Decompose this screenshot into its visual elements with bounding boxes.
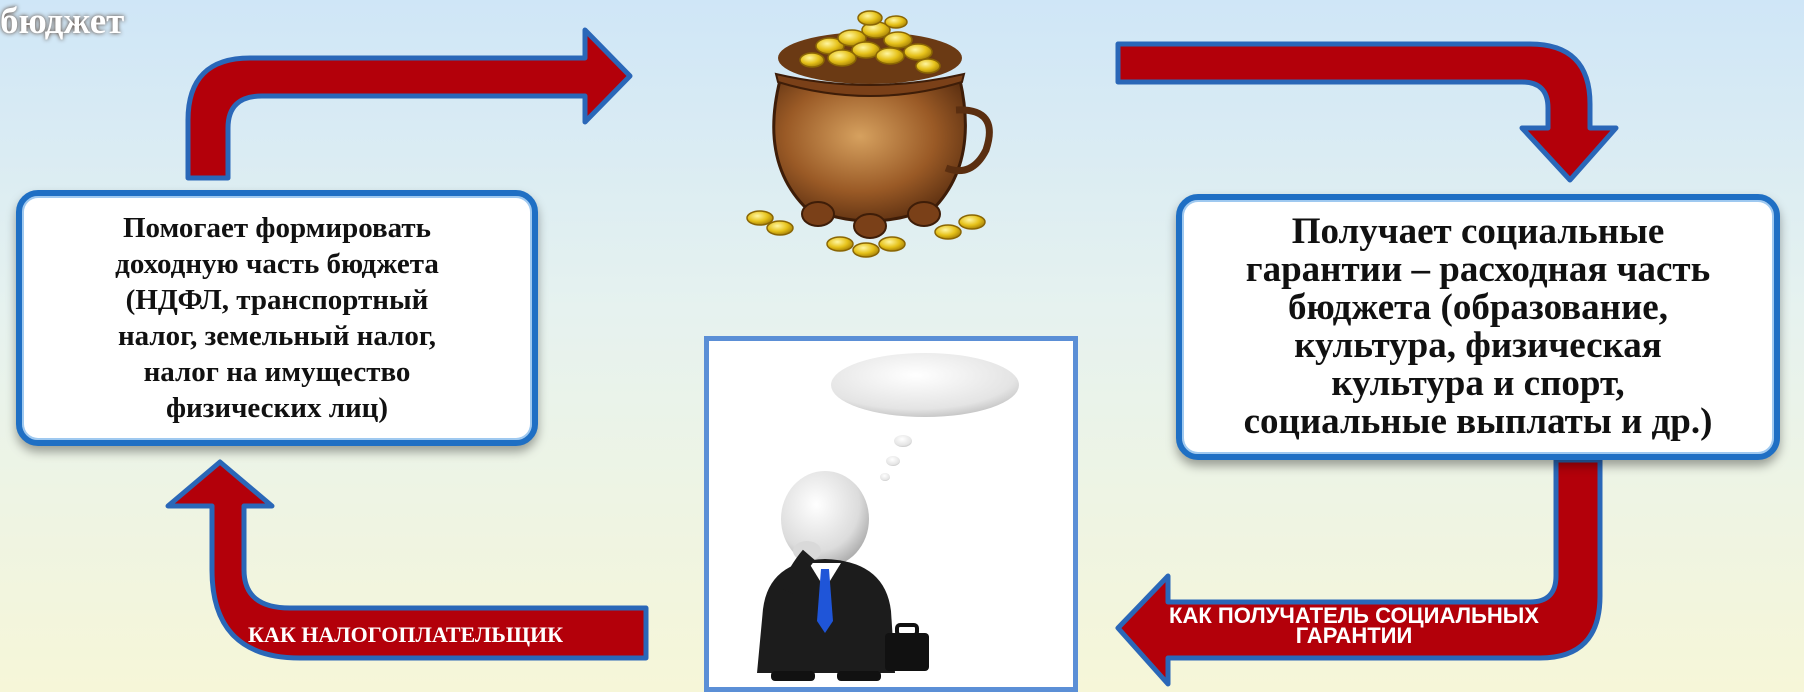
budget-label: бюджет [0, 1, 125, 42]
arrow-from-taxpayer [165, 459, 649, 661]
taxpayer-arrow-label: КАК НАЛОГОПЛАТЕЛЬЩИК [248, 622, 564, 647]
arrow-to-recipient [1115, 457, 1603, 687]
right-line: бюджета (образование, [1288, 287, 1668, 328]
right-line: гарантии – расходная часть [1245, 249, 1711, 290]
left-line: Помогает формировать [122, 212, 432, 244]
taxpayer-contribution-text: Помогает формировать доходную часть бюдж… [115, 210, 439, 426]
arrow-from-budget [1115, 41, 1619, 183]
right-line: культура и спорт, [1331, 363, 1625, 404]
recipient-label-line2: ГАРАНТИИ [1295, 623, 1413, 648]
left-line: физических лиц) [165, 392, 389, 424]
thinking-person-picture [704, 336, 1078, 692]
left-line: (НДФЛ, транспортный [125, 284, 429, 316]
thinking-person-icon [757, 353, 1019, 681]
recipient-arrow-label: КАК ПОЛУЧАТЕЛЬ СОЦИАЛЬНЫХ ГАРАНТИИ [1144, 603, 1564, 648]
left-line: налог на имущество [143, 356, 411, 388]
left-line: налог, земельный налог, [117, 320, 437, 352]
right-line: культура, физическая [1294, 325, 1662, 366]
left-line: доходную часть бюджета [115, 248, 439, 280]
social-guarantees-text: Получает социальные гарантии – расходная… [1244, 213, 1713, 441]
recipient-label-line1: КАК ПОЛУЧАТЕЛЬ СОЦИАЛЬНЫХ [1169, 603, 1539, 628]
arrow-to-budget [185, 27, 633, 181]
social-guarantees-box: Получает социальные гарантии – расходная… [1176, 194, 1780, 460]
gold-pot-image [746, 10, 993, 258]
right-line: социальные выплаты и др.) [1243, 401, 1713, 442]
right-line: Получает социальные [1291, 211, 1665, 252]
taxpayer-contribution-box: Помогает формировать доходную часть бюдж… [16, 190, 538, 446]
